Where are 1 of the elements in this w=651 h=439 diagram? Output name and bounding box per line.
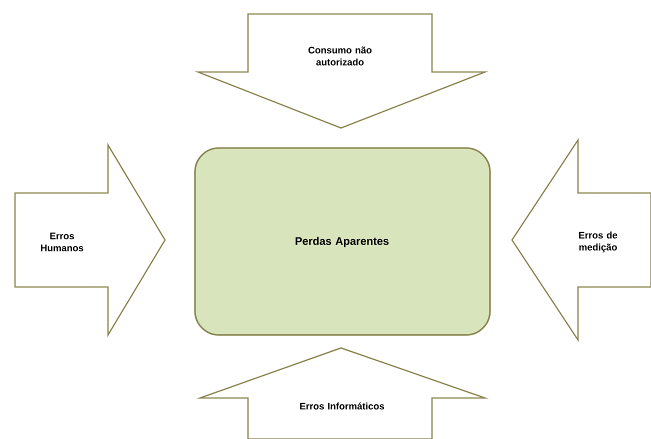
rounded-box: Perdas Aparentes — [194, 147, 491, 336]
